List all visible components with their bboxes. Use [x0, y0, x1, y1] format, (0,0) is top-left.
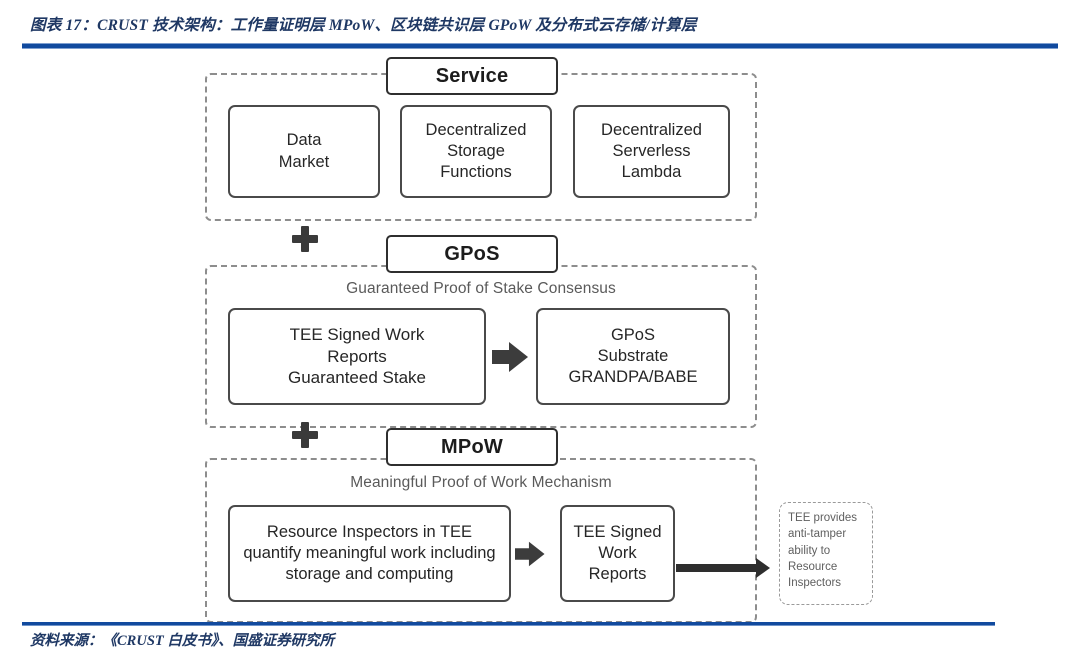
layer-tab-gpos[interactable]: GPoS: [386, 235, 558, 273]
node-line: Functions: [440, 163, 512, 182]
arrow-shaft: [676, 564, 760, 572]
arrow-head: [509, 342, 528, 372]
node-line: Storage: [447, 141, 505, 160]
node-tee-signed-work-reports[interactable]: TEE Signed Work Reports: [560, 505, 675, 602]
node-decentralized-storage-functions[interactable]: Decentralized Storage Functions: [400, 105, 552, 198]
node-line: quantify meaningful work including: [243, 543, 496, 562]
node-line: Guaranteed Stake: [288, 368, 426, 388]
arrow-head: [528, 541, 545, 567]
node-line: Reports: [327, 346, 387, 366]
page-title: 图表 17：CRUST 技术架构：工作量证明层 MPoW、区块链共识层 GPoW…: [30, 17, 697, 34]
note-line: anti-tamper: [788, 528, 847, 541]
arrow-right-to-note-icon: [676, 558, 776, 578]
footer-rule: [22, 622, 995, 626]
arrow-head: [756, 558, 770, 578]
block-arrow-right-icon: [492, 342, 528, 372]
plus-icon: [292, 226, 318, 252]
figure-source: 资料来源：《CRUST 白皮书》、国盛证券研究所: [30, 633, 335, 649]
node-line: storage and computing: [285, 565, 454, 584]
node-line: GPoS: [610, 325, 655, 344]
node-resource-inspectors-in-tee[interactable]: Resource Inspectors in TEE quantify mean…: [228, 505, 511, 602]
layer-subtitle-mpow: Meaningful Proof of Work Mechanism: [350, 474, 612, 491]
node-line: Substrate: [597, 346, 669, 365]
architecture-diagram: Service Data Market Decentralized Storag…: [0, 50, 1080, 623]
block-arrow-right-icon: [515, 541, 545, 567]
side-note-tee-anti-tamper: TEE provides anti-tamper ability to Reso…: [779, 502, 873, 605]
node-line: TEE Signed: [573, 522, 662, 541]
arrow-shaft: [515, 548, 531, 560]
note-line: TEE provides: [788, 512, 858, 524]
node-line: Resource Inspectors in TEE: [266, 522, 473, 541]
node-line: GRANDPA/BABE: [568, 368, 698, 387]
note-line: Inspectors: [788, 577, 842, 590]
node-line: Decentralized: [425, 120, 527, 139]
arrow-shaft: [492, 350, 511, 364]
node-line: Data: [286, 131, 322, 150]
header-rule: [22, 43, 1058, 49]
node-line: Work: [598, 543, 637, 562]
node-tee-signed-work-reports-guaranteed-stake[interactable]: TEE Signed Work Reports Guaranteed Stake: [228, 308, 486, 405]
layer-tab-mpow[interactable]: MPoW: [386, 428, 558, 466]
node-decentralized-serverless-lambda[interactable]: Decentralized Serverless Lambda: [573, 105, 730, 198]
layer-subtitle-gpos: Guaranteed Proof of Stake Consensus: [346, 280, 616, 297]
node-line: Decentralized: [601, 120, 702, 139]
note-line: ability to: [788, 544, 831, 557]
layer-tab-service[interactable]: Service: [386, 57, 558, 95]
node-gpos-substrate-grandpa-babe[interactable]: GPoS Substrate GRANDPA/BABE: [536, 308, 730, 405]
node-line: Reports: [588, 565, 647, 584]
node-line: Lambda: [621, 163, 682, 182]
plus-icon: [292, 422, 318, 448]
note-line: Resource: [788, 560, 838, 573]
node-data-market[interactable]: Data Market: [228, 105, 380, 198]
figure-header: 图表 17：CRUST 技术架构：工作量证明层 MPoW、区块链共识层 GPoW…: [0, 0, 1080, 50]
node-line: Market: [278, 152, 330, 171]
node-line: TEE Signed Work: [289, 324, 425, 344]
node-line: Serverless: [612, 141, 691, 160]
